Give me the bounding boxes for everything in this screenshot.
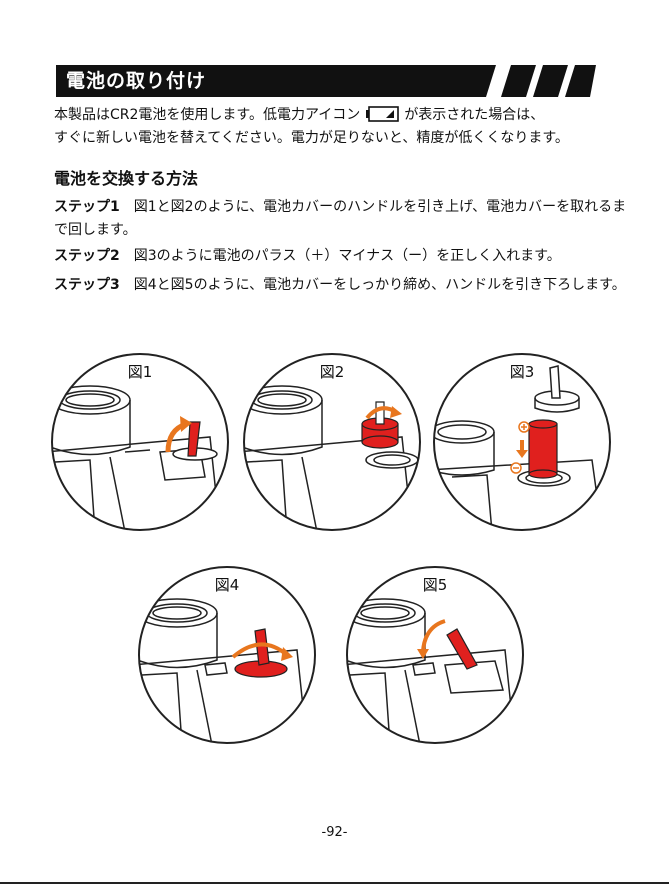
figure-3: 図3: [432, 352, 612, 532]
step-2-text: 図3のように電池のパラス（＋）マイナス（ー）を正しく入れます。: [134, 248, 561, 264]
figure-3-label: 図3: [432, 362, 612, 382]
step-3-text: 図4と図5のように、電池カバーをしっかり締め、ハンドルを引き下ろします。: [134, 277, 626, 293]
bottom-divider: [0, 882, 669, 884]
intro-line1-after: が表示された場合は、: [404, 107, 544, 123]
plus-symbol-icon: [519, 422, 529, 432]
step-2-label: ステップ2: [54, 248, 120, 264]
step-1-label: ステップ1: [54, 199, 120, 215]
section-heading: 電池を交換する方法: [54, 168, 198, 190]
step-2: ステップ2 図3のように電池のパラス（＋）マイナス（ー）を正しく入れます。: [54, 245, 634, 268]
figure-1: 図1: [50, 352, 230, 532]
section-banner: 電池の取り付け: [56, 65, 596, 97]
figure-4: 図4: [137, 565, 317, 745]
page-title: 電池の取り付け: [66, 65, 206, 97]
page-number: -92-: [0, 825, 669, 840]
intro-line2: すぐに新しい電池を替えてください。電力が足りないと、精度が低くくなります。: [54, 130, 569, 146]
low-battery-icon: [364, 106, 400, 122]
figure-2-label: 図2: [242, 362, 422, 382]
intro-line1-before: 本製品はCR2電池を使用します。低電力アイコン: [54, 107, 360, 123]
intro-paragraph: 本製品はCR2電池を使用します。低電力アイコン が表示された場合は、 すぐに新し…: [54, 104, 634, 150]
step-3: ステップ3 図4と図5のように、電池カバーをしっかり締め、ハンドルを引き下ろします…: [54, 274, 634, 297]
figure-5: 図5: [345, 565, 525, 745]
minus-symbol-icon: [511, 463, 521, 473]
step-3-label: ステップ3: [54, 277, 120, 293]
figure-4-label: 図4: [137, 575, 317, 595]
figure-5-label: 図5: [345, 575, 525, 595]
step-1-text: 図1と図2のように、電池カバーのハンドルを引き上げ、電池カバーを取れるまで回しま…: [54, 199, 626, 238]
battery-cr2: [529, 420, 557, 478]
figure-2: 図2: [242, 352, 422, 532]
figure-1-label: 図1: [50, 362, 230, 382]
